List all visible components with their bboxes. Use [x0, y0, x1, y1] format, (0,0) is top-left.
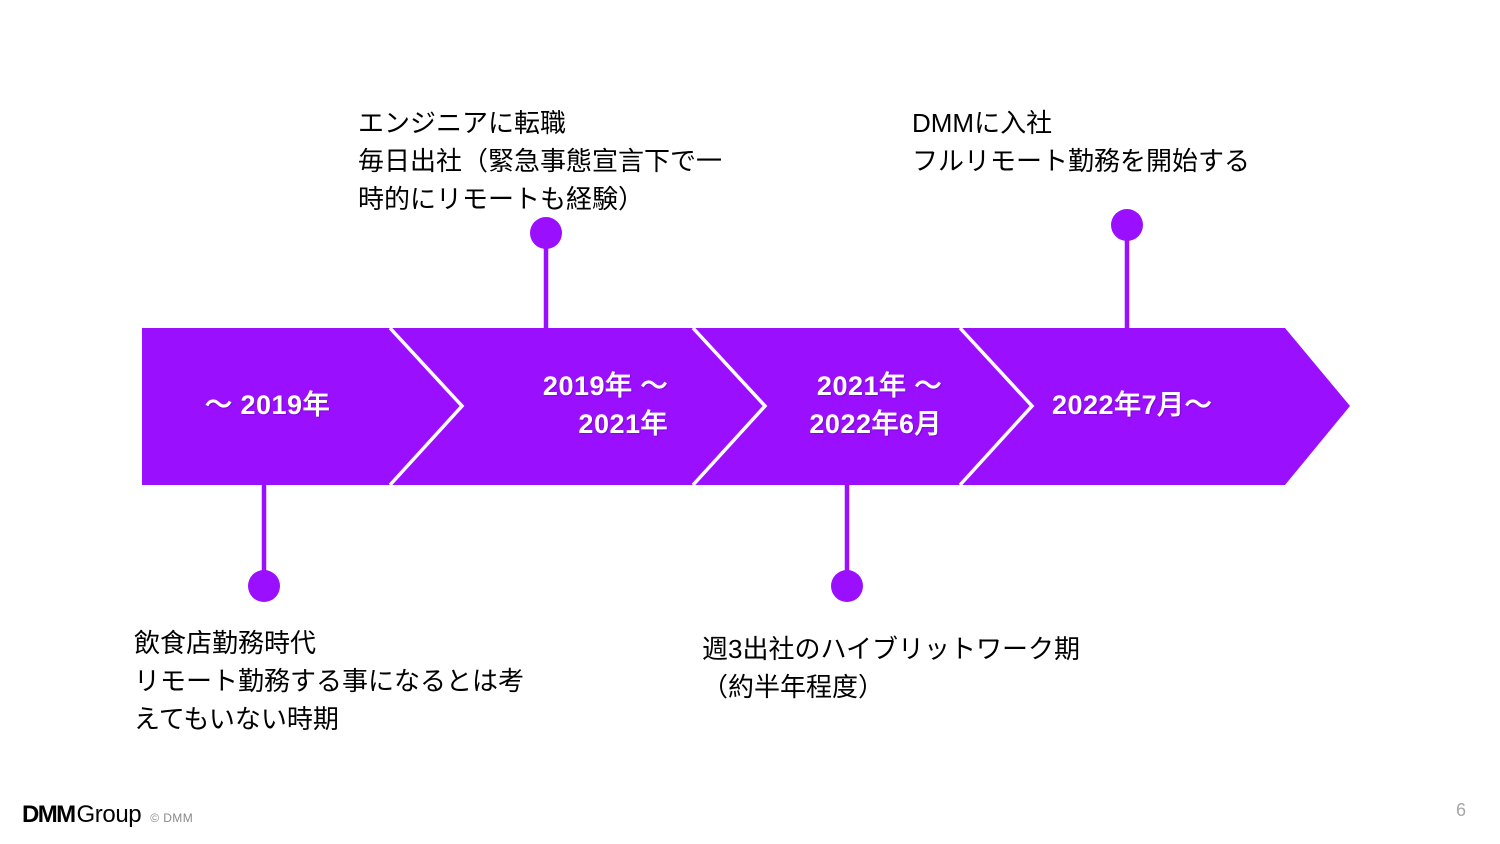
- dmm-wordmark: DMM: [22, 801, 76, 828]
- chevron-divider-1: [388, 326, 465, 487]
- chevron-divider-3: [958, 326, 1035, 487]
- chevron-divider-2: [691, 326, 768, 487]
- group-wordmark: Group: [76, 801, 142, 828]
- page-number: 6: [1455, 800, 1466, 820]
- annotation-engineer: エンジニアに転職 毎日出社（緊急事態宣言下で一 時的にリモートも経験）: [358, 108, 723, 214]
- annotation-dmm-join: DMMに入社 フルリモート勤務を開始する: [912, 108, 1251, 176]
- connector-dot-engineer: [530, 217, 562, 249]
- timeline-segment-label-2: 2019年 〜 2021年: [542, 371, 668, 439]
- connector-dot-restaurant: [248, 570, 280, 602]
- timeline-segment-label-4: 2022年7月〜: [1052, 390, 1213, 420]
- annotation-restaurant: 飲食店勤務時代 リモート勤務する事になるとは考 えてもいない時期: [134, 628, 525, 734]
- timeline-segment-label-3: 2021年 〜 2022年6月: [809, 371, 942, 439]
- timeline-segment-label-1: 〜 2019年: [205, 390, 331, 420]
- connector-dot-hybrid: [831, 570, 863, 602]
- annotation-hybrid: 週3出社のハイブリットワーク期 （約半年程度）: [702, 634, 1080, 702]
- connector-dot-dmm-join: [1111, 209, 1143, 241]
- footer-logo: DMM Group © DMM: [22, 801, 193, 829]
- copyright-text: © DMM: [150, 811, 194, 825]
